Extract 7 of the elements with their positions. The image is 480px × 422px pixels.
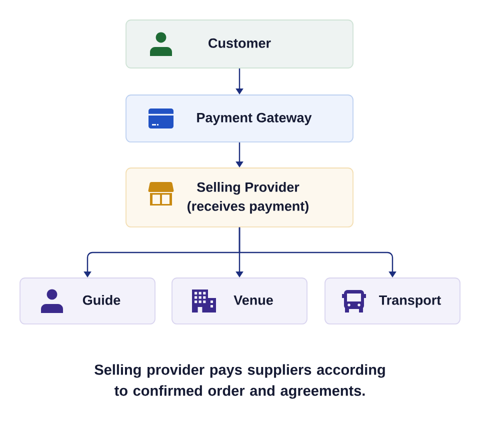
process-box: Payment Gateway — [126, 94, 354, 142]
process-box: Customer — [126, 20, 354, 68]
process-box: Selling Provider (receives payment) — [126, 168, 354, 228]
process-box: Transport — [324, 278, 460, 324]
caption: Selling provider pays suppliers according to confirmed order and agreements. — [94, 364, 385, 399]
process-box: Venue — [172, 278, 308, 324]
process-box: Guide — [20, 278, 156, 324]
